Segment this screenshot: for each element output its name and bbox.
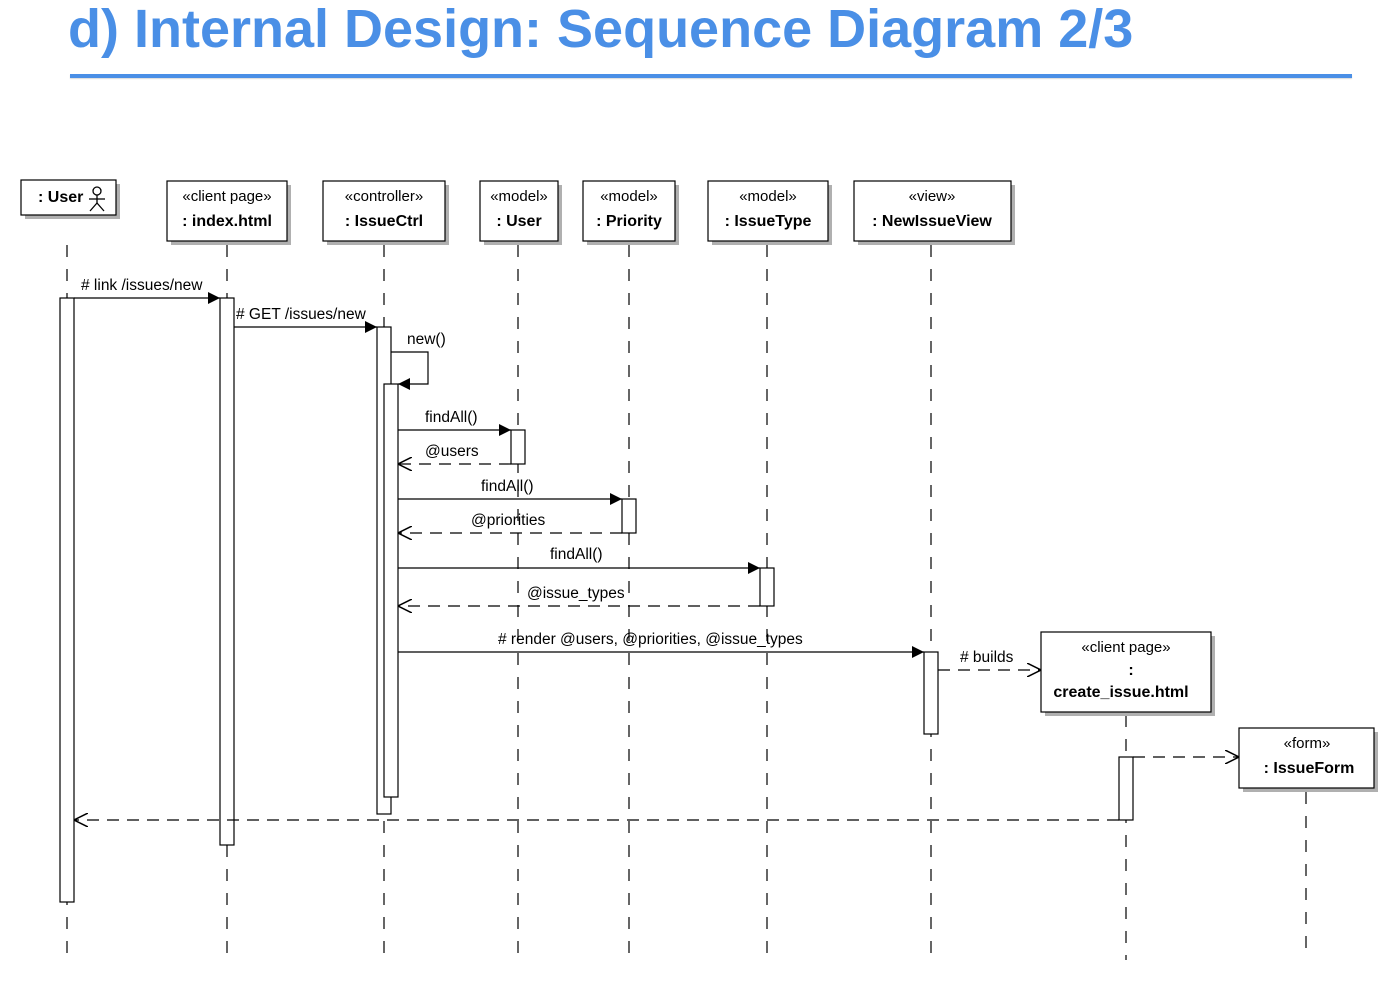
participant-model-user: «model» : User	[479, 180, 562, 245]
activations	[59, 297, 1134, 903]
activation-priority	[621, 498, 637, 534]
participant-index: «client page» : index.html	[166, 180, 291, 245]
message-findall-users-label: findAll()	[425, 409, 478, 426]
participant-user-name: : User	[38, 189, 83, 206]
participant-priority: «model» : Priority	[582, 180, 679, 245]
message-return-priorities-label: @priorities	[471, 512, 546, 529]
participant-issuetype: «model» : IssueType	[707, 180, 832, 245]
participant-issueform-name: : IssueForm	[1264, 760, 1355, 777]
participant-ctrl-stereotype: «controller»	[345, 188, 423, 205]
participant-issueform-stereotype: «form»	[1284, 735, 1331, 752]
participant-create-issue: «client page» : create_issue.html	[1040, 631, 1215, 716]
participants: : User «client page» : index.html «contr…	[20, 179, 1378, 792]
messages	[74, 292, 1239, 820]
message-return-users-label: @users	[425, 443, 479, 460]
participant-view-stereotype: «view»	[909, 188, 956, 205]
participant-model-user-name: : User	[496, 213, 541, 230]
participant-ctrl: «controller» : IssueCtrl	[322, 180, 449, 245]
participant-ctrl-name: : IssueCtrl	[345, 213, 423, 230]
participant-priority-name: : Priority	[596, 213, 662, 230]
participant-index-stereotype: «client page»	[182, 188, 271, 205]
message-new-arrow	[391, 351, 429, 390]
slide-title: d) Internal Design: Sequence Diagram 2/3	[68, 0, 1134, 59]
lifelines	[66, 245, 1307, 960]
participant-create-issue-stereotype: «client page»	[1081, 639, 1170, 656]
message-findall-issuetypes-label: findAll()	[550, 546, 603, 563]
message-render-label: # render @users, @priorities, @issue_typ…	[498, 631, 803, 648]
participant-issuetype-name: : IssueType	[725, 213, 812, 230]
participant-create-issue-name-line2: create_issue.html	[1053, 684, 1188, 701]
message-new-label: new()	[407, 331, 446, 348]
participant-priority-stereotype: «model»	[600, 188, 658, 205]
message-builds-label: # builds	[960, 649, 1014, 666]
participant-issueform: «form» : IssueForm	[1238, 727, 1378, 792]
activation-create-issue	[1118, 756, 1134, 821]
participant-model-user-stereotype: «model»	[490, 188, 548, 205]
participant-user: : User	[20, 179, 120, 219]
activation-user	[59, 297, 75, 903]
actor-icon	[89, 186, 105, 212]
participant-view: «view» : NewIssueView	[853, 180, 1015, 245]
activation-ctrl-inner	[383, 383, 399, 798]
message-link-label: # link /issues/new	[81, 277, 203, 294]
message-return-issuetypes-label: @issue_types	[527, 585, 625, 602]
participant-issuetype-stereotype: «model»	[739, 188, 797, 205]
participant-index-name: : index.html	[182, 213, 272, 230]
message-labels: # link /issues/new # GET /issues/new new…	[81, 277, 1014, 666]
message-findall-priorities-label: findAll()	[481, 478, 534, 495]
title-underline	[70, 74, 1352, 78]
activation-issuetype	[759, 567, 775, 607]
activation-model-user	[510, 429, 526, 465]
activation-view	[923, 651, 939, 735]
participant-create-issue-name: :	[1128, 662, 1133, 679]
message-get-label: # GET /issues/new	[236, 306, 367, 323]
activation-index	[219, 297, 235, 846]
participant-view-name: : NewIssueView	[872, 213, 992, 230]
